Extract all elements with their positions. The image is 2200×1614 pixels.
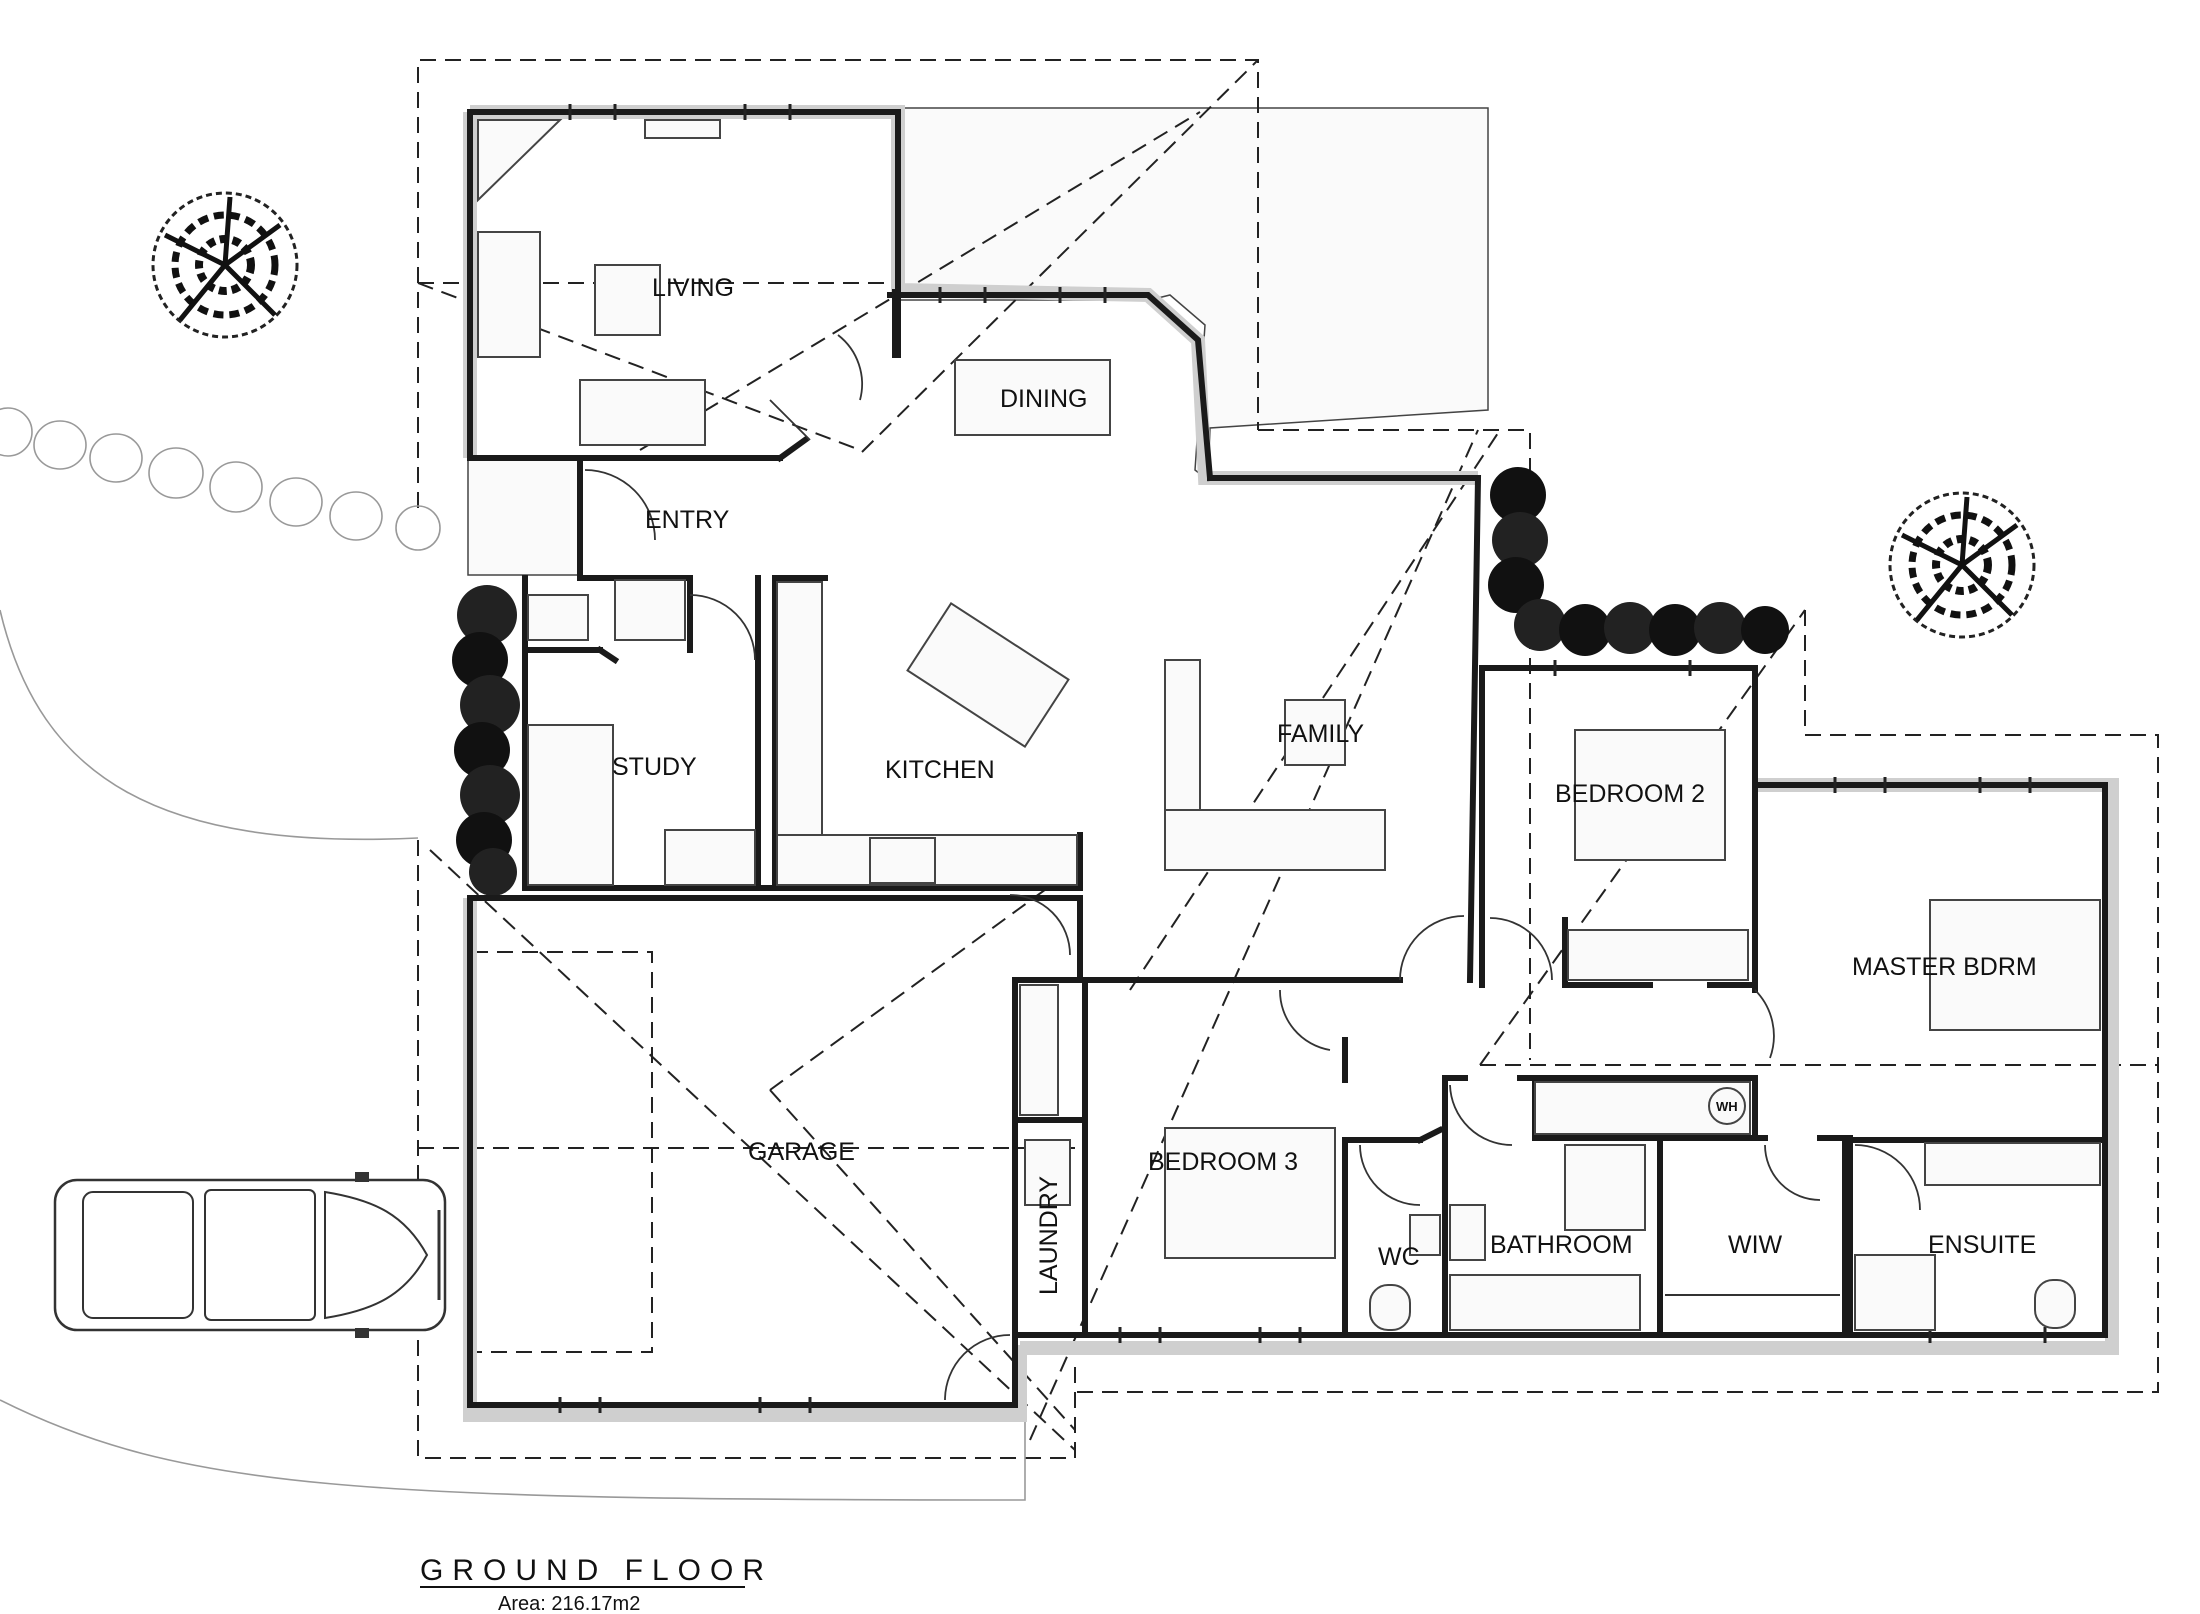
water-heater bbox=[1708, 1087, 1746, 1125]
room-label-garage: GARAGE bbox=[748, 1138, 855, 1166]
entry-door bbox=[584, 469, 656, 541]
laundry-tub bbox=[1024, 1139, 1071, 1206]
room-label-entry: ENTRY bbox=[645, 506, 730, 534]
room-label-bedroom3: BEDROOM 3 bbox=[1148, 1148, 1298, 1176]
room-label-wc: WC bbox=[1378, 1243, 1420, 1271]
roof-hip-3 bbox=[639, 111, 1201, 451]
kitchen-island bbox=[906, 601, 1070, 749]
sofa bbox=[1164, 809, 1386, 871]
sofa bbox=[477, 231, 541, 358]
dining-wall bbox=[887, 292, 1214, 482]
hedge-west bbox=[452, 585, 520, 896]
storage bbox=[614, 579, 686, 641]
shower bbox=[1564, 1144, 1646, 1231]
car-icon bbox=[53, 1172, 447, 1338]
garage-car-bay bbox=[471, 951, 653, 1353]
landscape bbox=[0, 191, 2036, 1501]
roof-hip-4 bbox=[1029, 429, 1479, 1441]
dining-table bbox=[954, 359, 1111, 436]
bedroom2-door bbox=[1489, 917, 1553, 981]
study-wall bbox=[522, 575, 1083, 891]
basin bbox=[1409, 1214, 1441, 1256]
water-heater-label: WH bbox=[1716, 1099, 1738, 1114]
room-label-laundry: LAUNDRY bbox=[1035, 1176, 1063, 1295]
room-label-kitchen: KITCHEN bbox=[885, 756, 995, 784]
coffee-table bbox=[594, 264, 661, 336]
shower bbox=[1854, 1254, 1936, 1331]
ensuite-door bbox=[1854, 1144, 1921, 1211]
study-door bbox=[689, 594, 756, 661]
room-label-bathroom: BATHROOM bbox=[1490, 1231, 1633, 1259]
bathtub bbox=[1449, 1274, 1641, 1331]
drawing-title-block: GROUND FLOOR Area: 216.17m2 bbox=[420, 1554, 773, 1614]
room-label-living: LIVING bbox=[652, 274, 734, 302]
sofa bbox=[579, 379, 706, 446]
bed bbox=[1164, 1127, 1336, 1259]
tv-unit bbox=[644, 119, 721, 139]
desk bbox=[664, 829, 756, 886]
master-door bbox=[1754, 989, 1775, 1059]
hedge-north bbox=[1488, 467, 1789, 656]
family-door bbox=[1009, 894, 1071, 956]
living-wall bbox=[467, 109, 901, 461]
drawing-area: Area: 216.17m2 bbox=[498, 1593, 640, 1614]
roof-hip-2 bbox=[861, 59, 1259, 453]
roof-hip-6 bbox=[769, 867, 1076, 1091]
bedroom3-door bbox=[1279, 989, 1331, 1051]
cooktop bbox=[869, 837, 936, 884]
furniture bbox=[477, 119, 2101, 1331]
storage bbox=[527, 594, 589, 641]
room-label-master: MASTER BDRM bbox=[1852, 953, 2037, 981]
walls bbox=[467, 109, 2108, 1408]
tree-icon bbox=[151, 191, 299, 339]
vanity bbox=[1924, 1142, 2101, 1186]
bed bbox=[1574, 729, 1726, 861]
window-marks bbox=[558, 104, 2047, 1413]
stepping-stones bbox=[0, 407, 441, 551]
hall-door-1 bbox=[1399, 915, 1465, 981]
room-label-study: STUDY bbox=[612, 753, 697, 781]
toilet bbox=[1369, 1284, 1411, 1331]
wc-door bbox=[1359, 1144, 1421, 1206]
living-door bbox=[769, 334, 863, 441]
driveway-edge-top bbox=[0, 609, 419, 841]
coffee-table bbox=[1284, 699, 1346, 766]
vanity bbox=[1449, 1204, 1486, 1261]
entry-paving bbox=[467, 457, 581, 576]
room-label-family: FAMILY bbox=[1277, 720, 1364, 748]
bathroom-door bbox=[1449, 1084, 1513, 1146]
room-label-wiw: WIW bbox=[1728, 1231, 1783, 1259]
driveway-edge-bottom bbox=[0, 1395, 1026, 1501]
room-label-bedroom2: BEDROOM 2 bbox=[1555, 780, 1705, 808]
wardrobe bbox=[1567, 929, 1749, 981]
doors bbox=[584, 334, 1921, 1401]
roof-outline-center bbox=[1258, 429, 1531, 1060]
room-labels: LIVING DINING ENTRY STUDY KITCHEN FAMILY… bbox=[612, 274, 2037, 1295]
deck-areas bbox=[467, 107, 1489, 576]
study-bed bbox=[527, 724, 614, 886]
garage-door bbox=[944, 1334, 1011, 1401]
bed bbox=[1929, 899, 2101, 1031]
toilet bbox=[2034, 1279, 2076, 1329]
kitchen-bench bbox=[776, 581, 823, 883]
tree-icon bbox=[1888, 491, 2036, 639]
family-wall bbox=[1207, 475, 1482, 984]
drawing-title: GROUND FLOOR bbox=[420, 1554, 773, 1587]
room-label-ensuite: ENSUITE bbox=[1928, 1231, 2036, 1259]
wiw-door bbox=[1764, 1144, 1821, 1201]
roof-outline-right bbox=[1075, 610, 2159, 1393]
wardrobe bbox=[1019, 984, 1059, 1116]
garage-wall bbox=[467, 895, 1018, 1408]
room-label-dining: DINING bbox=[1000, 385, 1088, 413]
bedroom2-wall bbox=[1479, 665, 1758, 988]
fireplace bbox=[477, 119, 563, 203]
